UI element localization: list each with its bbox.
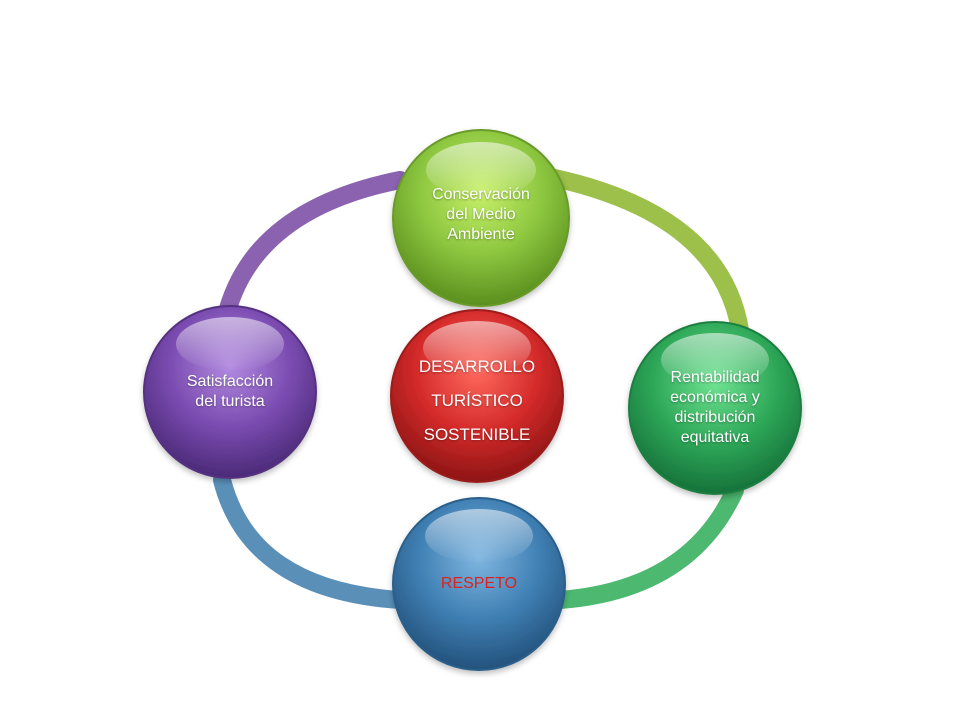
node-bottom-respect — [392, 497, 566, 671]
node-right-profitability — [628, 321, 802, 495]
ring-segment-bottom-left — [213, 471, 409, 609]
node-left-satisfaction — [143, 305, 317, 479]
node-center-sustainable-tourism — [390, 309, 564, 483]
ring-segment-top-right — [531, 166, 749, 339]
node-top-conservation — [392, 129, 570, 307]
ring-segment-right-bottom — [551, 481, 744, 609]
ring-segment-left-top — [216, 171, 409, 329]
